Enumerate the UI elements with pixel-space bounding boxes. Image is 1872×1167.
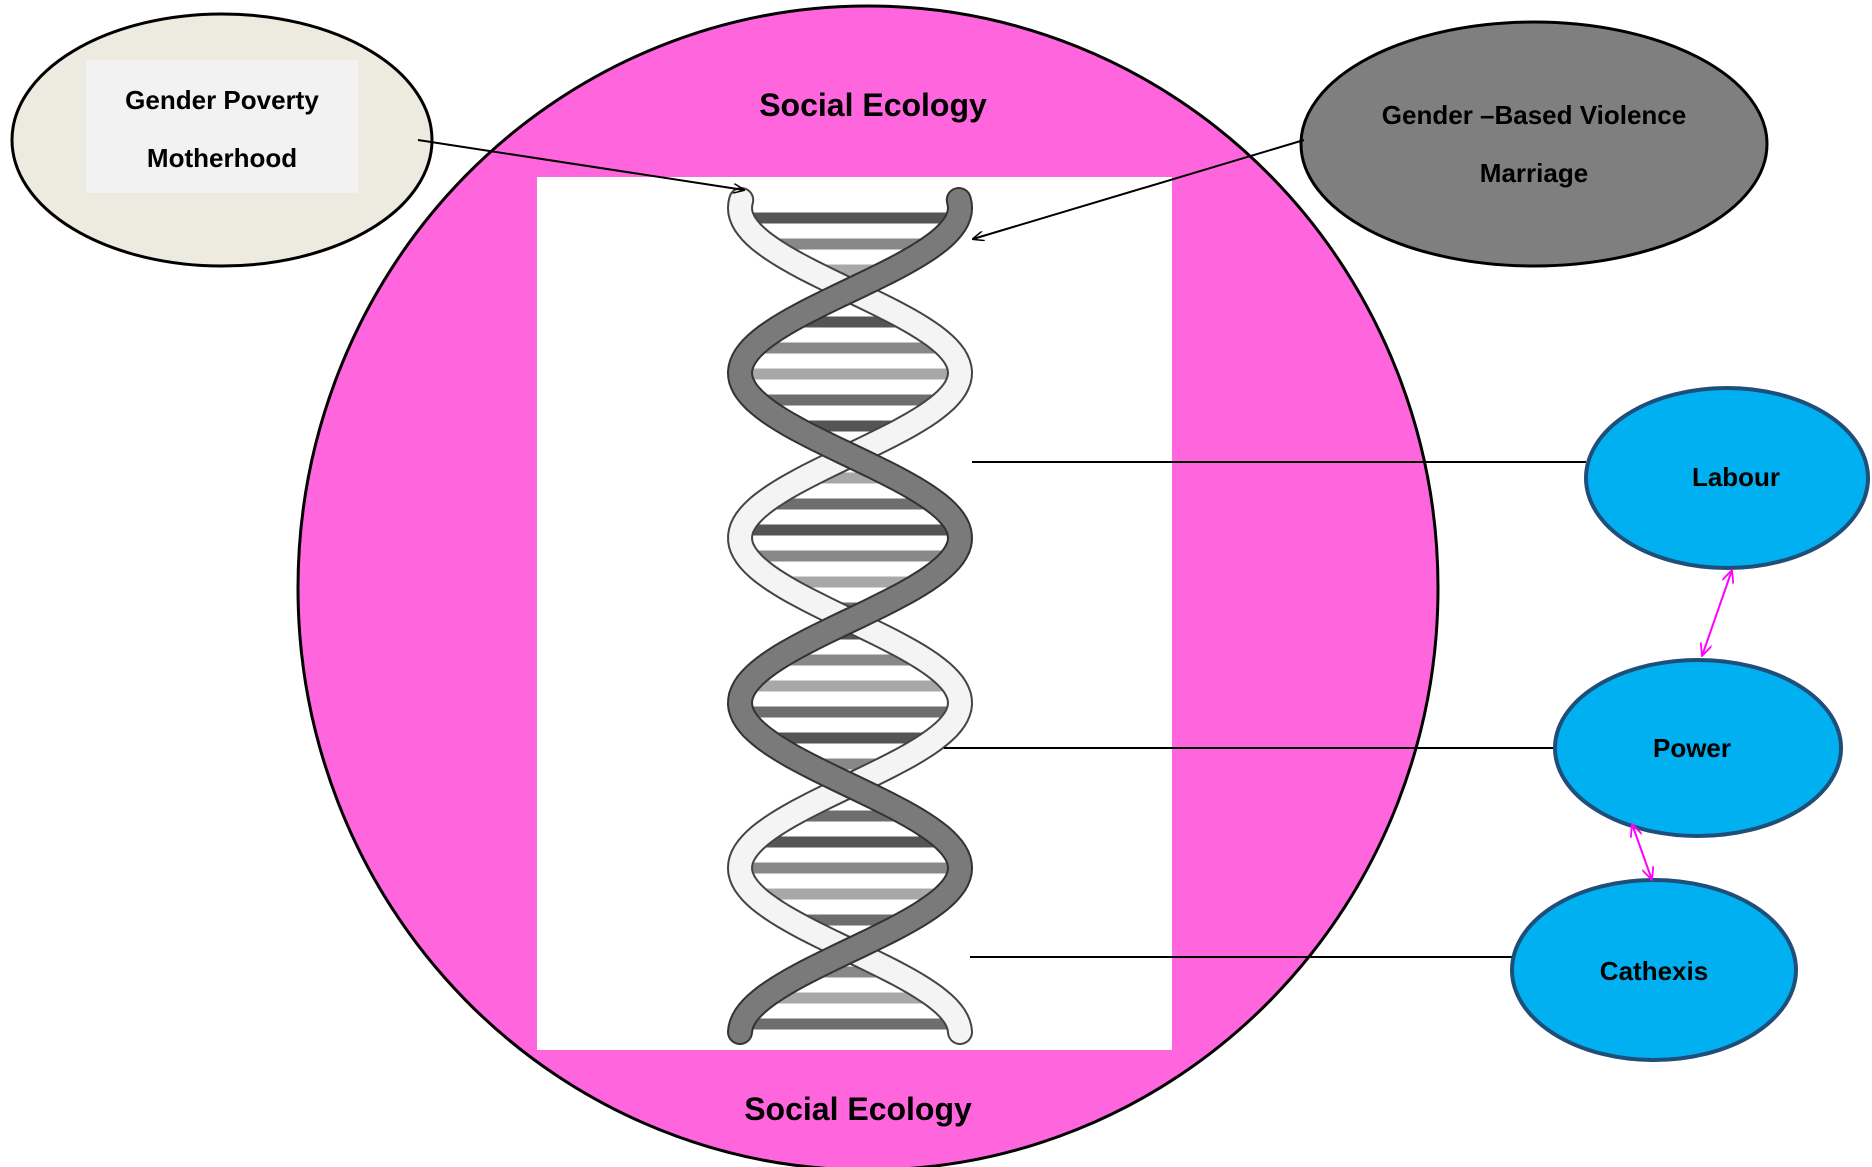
bidirectional-arrow-labour-power xyxy=(1702,570,1732,656)
marriage-label: Marriage xyxy=(1480,158,1588,188)
arrow-gender-poverty-to-helix xyxy=(417,139,744,190)
bidirectional-arrow-power-cathexis xyxy=(1632,824,1652,880)
gender-poverty-label: Gender Poverty xyxy=(125,85,319,115)
gender-poverty-label-box xyxy=(86,60,358,193)
social-ecology-bottom-label: Social Ecology xyxy=(744,1091,972,1127)
gender-based-violence-node xyxy=(1299,20,1769,268)
labour-label: Labour xyxy=(1692,462,1780,492)
gender-based-violence-label: Gender –Based Violence xyxy=(1382,100,1686,130)
dna-dark-strand xyxy=(728,189,972,1043)
social-ecology-top-label: Social Ecology xyxy=(759,87,987,123)
motherhood-label: Motherhood xyxy=(147,143,297,173)
power-label: Power xyxy=(1653,733,1731,763)
arrow-violence-to-helix xyxy=(973,139,1305,239)
dna-double-helix-icon xyxy=(726,187,974,1045)
power-node xyxy=(1553,658,1843,838)
cathexis-label: Cathexis xyxy=(1600,956,1708,986)
